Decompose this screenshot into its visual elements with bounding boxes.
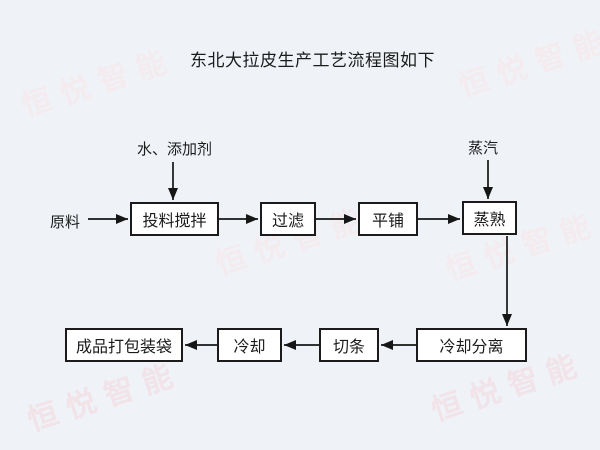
label-water-additive: 水、添加剂 bbox=[137, 142, 213, 158]
node-filter: 过滤 bbox=[260, 202, 316, 236]
diagram-title: 东北大拉皮生产工艺流程图如下 bbox=[190, 51, 435, 70]
node-mix: 投料搅拌 bbox=[130, 202, 219, 236]
label-raw-material: 原料 bbox=[50, 215, 81, 231]
node-cool-separate: 冷却分离 bbox=[416, 328, 527, 362]
node-spread: 平铺 bbox=[358, 202, 418, 236]
node-pack: 成品打包装袋 bbox=[65, 328, 183, 362]
node-cut-strips: 切条 bbox=[319, 328, 379, 362]
node-cool: 冷却 bbox=[217, 328, 282, 362]
label-steam: 蒸汽 bbox=[468, 141, 499, 157]
node-steam-cook: 蒸熟 bbox=[462, 201, 517, 235]
